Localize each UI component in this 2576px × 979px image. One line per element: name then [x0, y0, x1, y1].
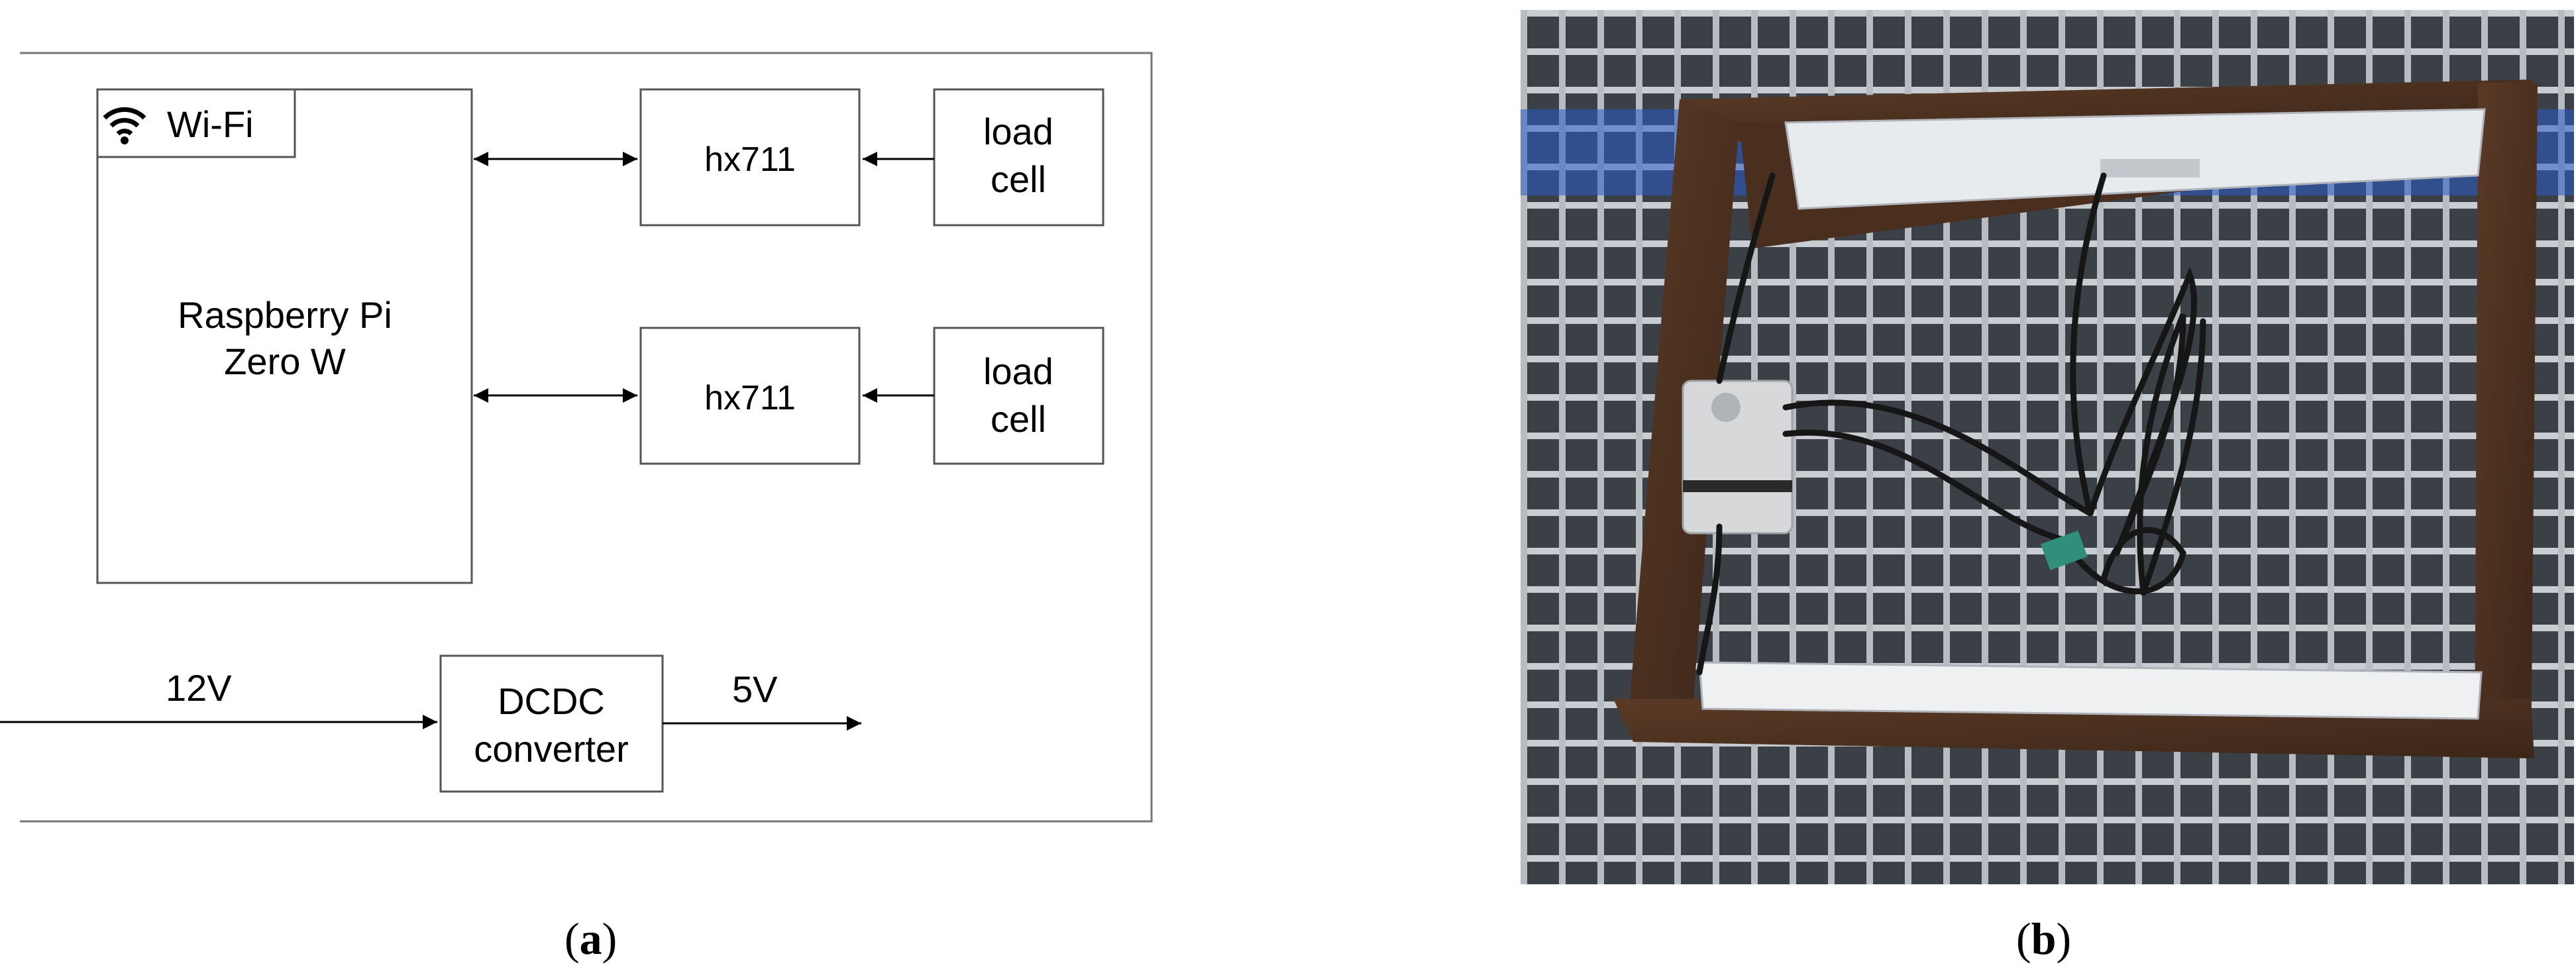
- raspberry-pi-box: [96, 88, 473, 584]
- hx711-top-label: hx711: [704, 140, 796, 179]
- load-cell-bottom-label-line1: load: [983, 350, 1053, 392]
- frame-right-post: [2475, 83, 2538, 758]
- raspberry-pi-label-line1: Raspberry Pi: [178, 294, 392, 336]
- caption-b: (b): [2016, 913, 2071, 965]
- dcdc-label-line2: converter: [474, 728, 628, 770]
- caption-a: (a): [564, 913, 617, 965]
- cable-tie-tape: [2040, 530, 2088, 570]
- load-cell-top-box: [933, 88, 1104, 227]
- wifi-label: Wi-Fi: [167, 103, 254, 145]
- raspberry-pi-label-line2: Zero W: [224, 340, 346, 382]
- caption-b-letter: b: [2031, 913, 2057, 964]
- scale-frame-photo: [1521, 10, 2574, 884]
- load-cell-bottom-label-line2: cell: [991, 398, 1046, 440]
- block-diagram-panel: Wi-Fi Raspberry Pi Zero W hx711 load cel…: [0, 0, 1166, 861]
- cables: [1696, 172, 2206, 676]
- input-voltage-label: 12V: [166, 667, 232, 709]
- caption-a-open: (: [564, 913, 580, 964]
- load-cell-top-mount: [2100, 159, 2200, 178]
- block-diagram: Wi-Fi Raspberry Pi Zero W hx711 load cel…: [0, 52, 1153, 823]
- photo-panel: [1521, 10, 2574, 884]
- wifi-box: [96, 88, 296, 158]
- output-voltage-label: 5V: [732, 668, 778, 710]
- hx711-top-box: [639, 88, 861, 227]
- caption-a-close: ): [602, 913, 617, 964]
- caption-a-letter: a: [579, 913, 602, 964]
- wifi-icon: [103, 107, 146, 144]
- load-cell-top-label-line2: cell: [991, 158, 1046, 200]
- load-cell-top-label-line1: load: [983, 111, 1053, 152]
- junction-box: [1682, 380, 1794, 535]
- load-cell-bar-bottom: [1698, 661, 2483, 720]
- caption-b-close: ): [2056, 913, 2072, 964]
- outer-frame: [20, 52, 1153, 823]
- caption-b-open: (: [2016, 913, 2031, 964]
- load-cell-bottom-box: [933, 327, 1104, 465]
- hx711-bottom-label: hx711: [704, 379, 796, 417]
- dcdc-label-line1: DCDC: [498, 680, 605, 722]
- dcdc-converter-box: [439, 654, 664, 793]
- hx711-bottom-box: [639, 327, 861, 465]
